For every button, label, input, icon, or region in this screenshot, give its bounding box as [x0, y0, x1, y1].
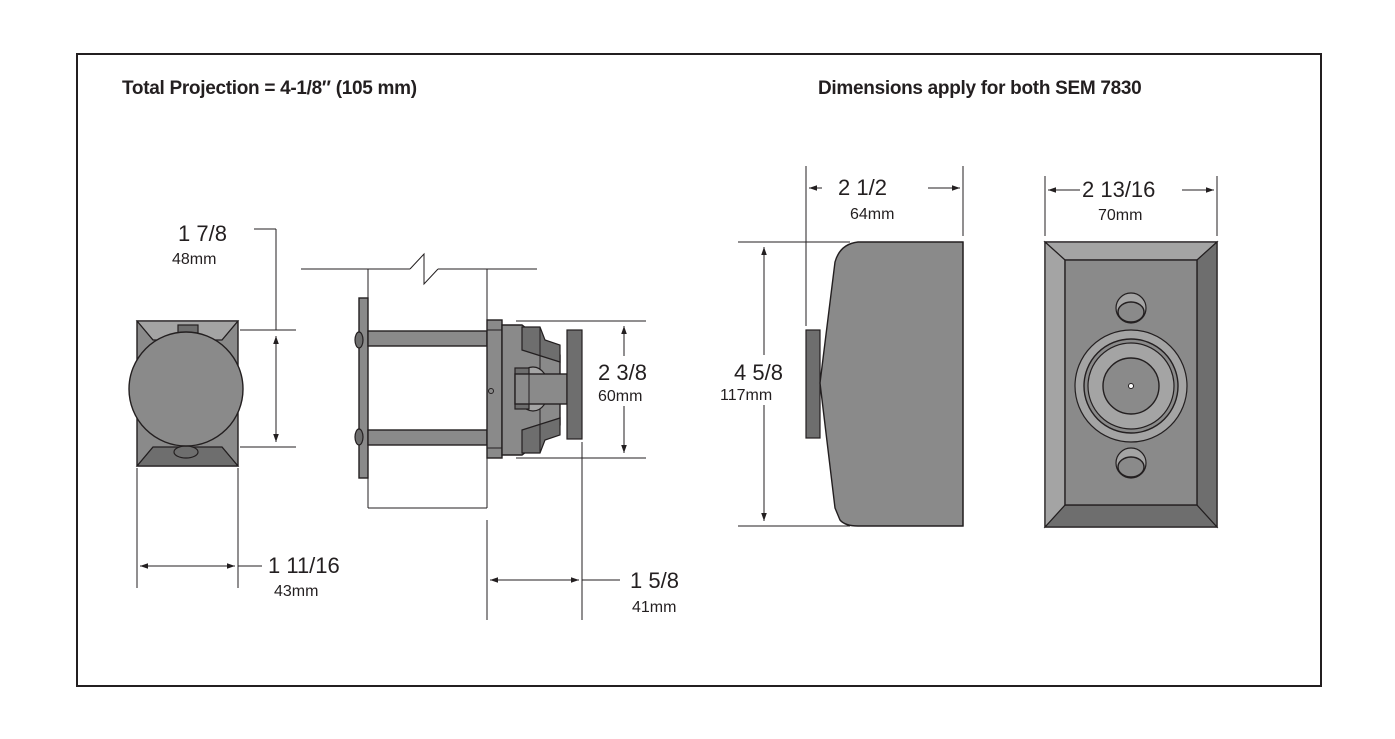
dim-front-height: 1 7/8 48mm — [172, 221, 296, 448]
housing-side-view — [805, 241, 964, 527]
housing-depth-metric: 64mm — [850, 206, 894, 223]
plunger-depth-imperial: 1 5/8 — [630, 568, 679, 593]
dim-plunger-depth: 1 5/8 41mm — [486, 442, 679, 620]
plunger-depth-metric: 41mm — [632, 599, 676, 616]
dim-faceplate-width: 2 13/16 70mm — [1044, 176, 1218, 236]
faceplate-front-view — [1043, 240, 1219, 529]
diagram-frame — [76, 53, 1322, 687]
housing-depth-imperial: 2 1/2 — [838, 175, 887, 200]
back-plate — [358, 297, 369, 479]
front-width-metric: 43mm — [274, 583, 318, 600]
dim-plunger-height: 2 3/8 60mm — [516, 320, 666, 459]
dim-front-width: 1 11/16 43mm — [136, 468, 340, 600]
front-height-imperial: 1 7/8 — [178, 221, 227, 246]
housing-body — [819, 241, 964, 527]
armature-disc-edge — [566, 329, 583, 440]
front-height-metric: 48mm — [172, 251, 216, 268]
dim-housing-depth: 2 1/2 64mm — [805, 166, 964, 326]
sleeve-bolt-top — [367, 330, 488, 347]
plunger-height-metric: 60mm — [598, 388, 642, 405]
dim-housing-height: 4 5/8 117mm — [720, 241, 850, 527]
heading-total-projection: Total Projection = 4-1/8″ (105 mm) — [122, 78, 417, 99]
faceplate-width-metric: 70mm — [1098, 207, 1142, 224]
armature-side-view — [301, 252, 583, 509]
plunger-height-imperial: 2 3/8 — [598, 360, 647, 385]
front-width-imperial: 1 11/16 — [268, 553, 340, 578]
armature-stem — [514, 373, 568, 405]
heading-dimensions-apply: Dimensions apply for both SEM 7830 — [818, 78, 1142, 99]
armature-disc — [128, 331, 244, 447]
sleeve-bolt-bottom — [367, 429, 488, 446]
faceplate-width-imperial: 2 13/16 — [1082, 177, 1155, 202]
housing-height-imperial: 4 5/8 — [734, 360, 783, 385]
armature-bottom-pin — [173, 445, 199, 459]
armature-front-view — [128, 320, 244, 467]
housing-height-metric: 117mm — [720, 387, 772, 404]
housing-mount-stub — [805, 329, 821, 439]
